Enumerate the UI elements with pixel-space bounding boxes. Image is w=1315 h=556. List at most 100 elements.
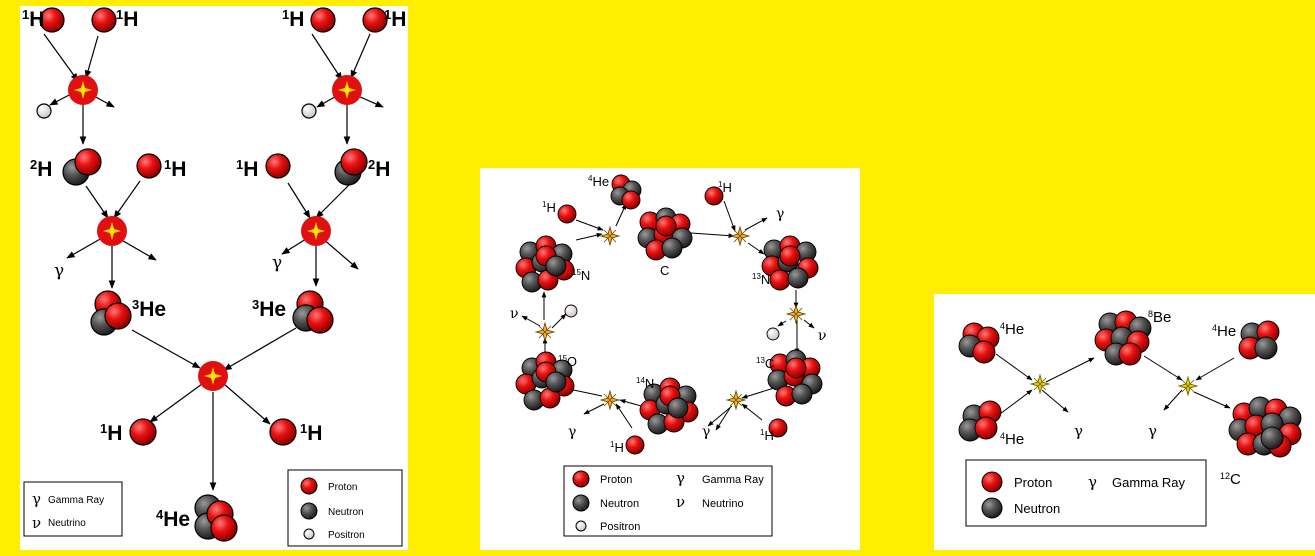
neutron-swatch xyxy=(300,502,318,520)
nitrogen-15-nucleus xyxy=(515,235,575,293)
legend-neutron-label: Neutron xyxy=(328,507,364,518)
label-h1: 1H xyxy=(542,200,556,215)
label-he4: 4He xyxy=(156,507,190,531)
label-h1: 1H xyxy=(718,180,732,195)
cno-cycle-panel: γ ν γ γ ν 4He 1H 1H C 15N 13N 15O 13C 14… xyxy=(480,168,860,550)
proton xyxy=(129,418,157,446)
positron xyxy=(301,103,317,119)
proton xyxy=(557,204,577,224)
label-n15: 15N xyxy=(572,268,590,283)
positron xyxy=(766,327,780,341)
proton xyxy=(704,186,724,206)
label-he4: 4He xyxy=(1212,323,1236,340)
gamma-symbol: γ xyxy=(32,490,41,508)
label-h1: 1H xyxy=(100,421,122,445)
label-c12: 12C xyxy=(1220,471,1241,488)
label-h1: 1H xyxy=(22,7,44,31)
label-h1: 1H xyxy=(236,157,258,181)
legend-neutrino-label: Neutrino xyxy=(702,498,744,510)
label-h1: 1H xyxy=(282,7,304,31)
c12-nucleus xyxy=(1228,396,1302,458)
positron-swatch xyxy=(575,520,587,532)
label-h2: 2H xyxy=(368,157,390,181)
cno-cycle-diagram: γ ν γ γ ν 4He 1H 1H C 15N 13N 15O 13C 14… xyxy=(510,174,827,537)
legend-left: γ Gamma Ray ν Neutrino xyxy=(23,481,123,537)
legend-neutron-label: Neutron xyxy=(1014,501,1060,516)
label-n14: 14N xyxy=(636,376,654,391)
gamma-symbol: γ xyxy=(272,253,282,273)
proton xyxy=(306,306,334,334)
proton xyxy=(136,153,162,179)
neutrino-symbol: ν xyxy=(510,306,519,322)
legend-proton-label: Proton xyxy=(328,482,357,493)
proton xyxy=(210,514,238,542)
label-he4: 4He xyxy=(1000,321,1024,338)
he4-nucleus xyxy=(1238,320,1280,360)
neutron-swatch xyxy=(572,494,590,512)
proton xyxy=(625,435,645,455)
proton xyxy=(340,148,368,176)
proton xyxy=(91,7,117,33)
reaction-flashes xyxy=(68,75,362,391)
label-c: C xyxy=(660,263,669,278)
label-he3: 3He xyxy=(252,297,286,321)
legend-gamma-label: Gamma Ray xyxy=(1112,475,1185,490)
label-c13: 13C xyxy=(756,356,774,371)
proton xyxy=(310,7,336,33)
label-h1: 1H xyxy=(164,157,186,181)
label-h1: 1H xyxy=(610,440,624,455)
proton-swatch xyxy=(981,471,1003,493)
legend-gamma-label: Gamma Ray xyxy=(702,474,764,486)
proton xyxy=(621,190,641,210)
gamma-symbol: γ xyxy=(1088,473,1097,491)
oxygen-15-nucleus xyxy=(515,351,575,411)
carbon-13-nucleus xyxy=(767,349,823,407)
gamma-symbol: γ xyxy=(1148,422,1157,440)
gamma-symbol: γ xyxy=(54,261,64,281)
legend-proton-label: Proton xyxy=(600,474,632,486)
neutron-swatch xyxy=(981,497,1003,519)
proton xyxy=(74,148,102,176)
proton xyxy=(269,418,297,446)
reaction-flashes xyxy=(534,225,807,411)
label-be8: 8Be xyxy=(1148,309,1171,326)
legend-proton-label: Proton xyxy=(1014,475,1052,490)
positron xyxy=(564,304,578,318)
gamma-symbol: γ xyxy=(568,424,576,440)
gamma-symbol: γ xyxy=(702,424,710,440)
neutrino-symbol: ν xyxy=(818,328,827,344)
cno-legend: Proton Neutron Positron γ Gamma Ray ν Ne… xyxy=(563,465,773,537)
nitrogen-13-nucleus xyxy=(761,235,819,291)
legend-gamma-label: Gamma Ray xyxy=(48,495,104,506)
legend-right: Proton Neutron Positron xyxy=(287,469,403,547)
triple-alpha-legend: Proton Neutron γ Gamma Ray xyxy=(965,459,1207,527)
triple-alpha-diagram: γ γ 4He 4He 8Be 4He 12C Proton Neutron γ… xyxy=(958,309,1302,527)
label-h1: 1H xyxy=(760,428,774,443)
legend-neutron-label: Neutron xyxy=(600,498,639,510)
neutrino-symbol: ν xyxy=(32,514,41,532)
positron xyxy=(36,103,52,119)
gamma-symbol: γ xyxy=(1074,422,1083,440)
proton-swatch xyxy=(300,477,318,495)
proton-swatch xyxy=(572,470,590,488)
label-he4: 4He xyxy=(588,174,609,189)
he4-nucleus xyxy=(958,322,1000,364)
gamma-symbol: γ xyxy=(776,206,784,222)
legend-positron-label: Positron xyxy=(600,521,640,533)
positron-swatch xyxy=(303,528,315,540)
nitrogen-14-nucleus xyxy=(639,377,699,435)
gamma-symbol: γ xyxy=(676,469,685,487)
legend-positron-label: Positron xyxy=(328,530,365,541)
label-h1: 1H xyxy=(116,7,138,31)
label-n13: 13N xyxy=(752,272,770,287)
neutrino-symbol: ν xyxy=(676,493,685,511)
label-he4: 4He xyxy=(1000,431,1024,448)
proton xyxy=(362,7,388,33)
label-h2: 2H xyxy=(30,157,52,181)
proton xyxy=(39,7,65,33)
proton xyxy=(265,153,291,179)
he4-nucleus xyxy=(958,400,1002,442)
be8-nucleus xyxy=(1094,310,1152,366)
triple-alpha-panel: γ γ 4He 4He 8Be 4He 12C Proton Neutron γ… xyxy=(934,294,1315,550)
proton xyxy=(768,418,788,438)
